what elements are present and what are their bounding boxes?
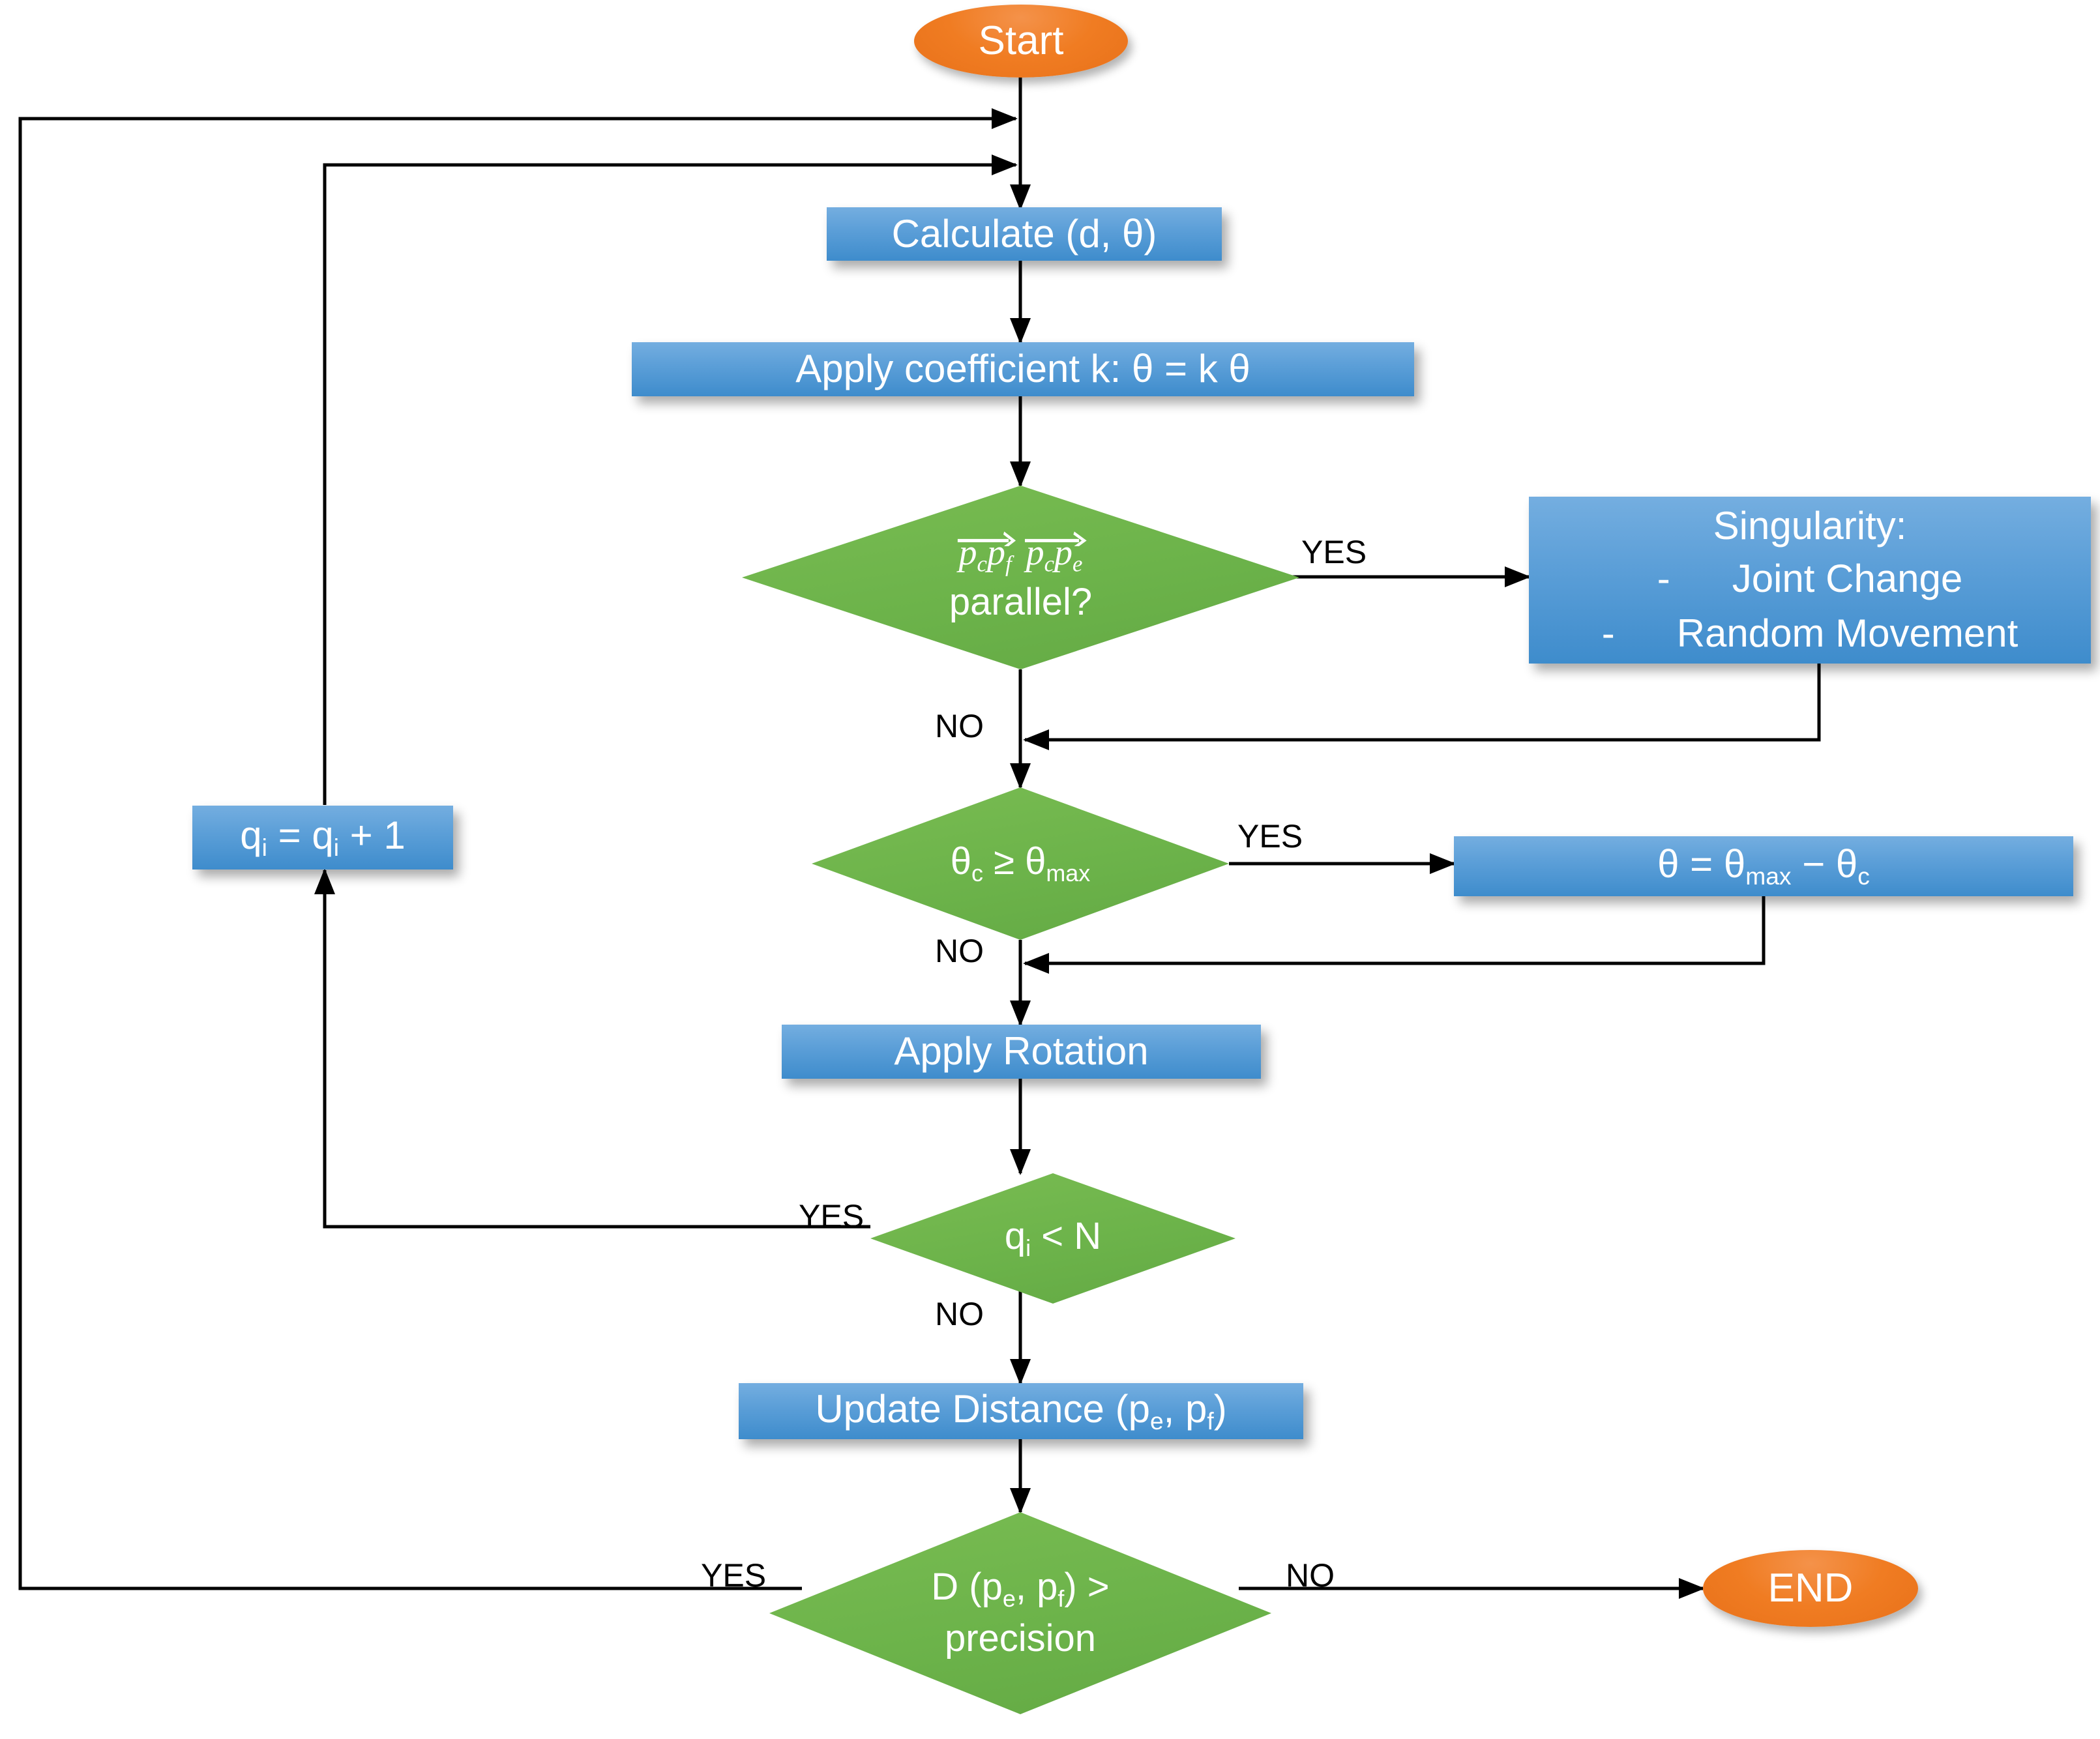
node-increment-text: qi = qi + 1 <box>240 813 405 862</box>
node-update-distance[interactable]: Update Distance (pe, pf) <box>739 1383 1303 1439</box>
theta-assign-t1: θ <box>1723 841 1746 886</box>
theta-assign-lhs: θ <box>1657 841 1679 886</box>
node-apply-coefficient[interactable]: Apply coefficient k: θ = k θ <box>632 342 1414 396</box>
node-singularity-title: Singularity: <box>1713 503 1907 548</box>
node-apply-rotation[interactable]: Apply Rotation <box>782 1025 1261 1079</box>
vector-arrow-icon-2 <box>1024 527 1088 547</box>
node-end[interactable]: END <box>1703 1550 1918 1627</box>
theta-assign-minus: − <box>1802 841 1826 886</box>
increment-lhs: q <box>240 813 262 857</box>
edge-label-precision-no: NO <box>1286 1557 1335 1594</box>
theta-assign-eq: = <box>1690 841 1713 886</box>
node-apply-rotation-label: Apply Rotation <box>894 1029 1149 1074</box>
node-theta-assign-text: θ = θmax − θc <box>1657 841 1870 891</box>
iter-check-lhs-sub: i <box>1026 1235 1031 1262</box>
edge-label-iter-yes: YES <box>799 1198 865 1235</box>
increment-rhs: q <box>312 813 334 857</box>
precision-line1-c: ) > <box>1064 1566 1110 1609</box>
precision-line1-a: D (p <box>931 1566 1003 1609</box>
increment-lhs-sub: i <box>261 834 267 862</box>
node-precision-check-text: D (pe, pf) > precision <box>825 1565 1217 1661</box>
vec-a-sub1: c <box>977 551 987 576</box>
update-distance-tail: ) <box>1213 1386 1227 1431</box>
theta-check-rhs: θ <box>1025 840 1046 883</box>
edge-label-parallel-no: NO <box>935 708 984 744</box>
vec-b-sub2: e <box>1072 551 1083 576</box>
vector-arrow-icon <box>956 527 1017 547</box>
theta-check-lhs: θ <box>950 840 971 883</box>
update-distance-text-a: Update Distance (p <box>815 1386 1150 1431</box>
node-update-distance-text: Update Distance (pe, pf) <box>815 1386 1226 1436</box>
node-start[interactable]: Start <box>914 5 1128 78</box>
theta-check-lhs-sub: c <box>971 860 983 887</box>
theta-check-op: ≥ <box>994 840 1014 883</box>
node-theta-assign[interactable]: θ = θmax − θc <box>1454 836 2073 896</box>
node-calculate-label: Calculate (d, θ) <box>891 211 1157 256</box>
iter-check-op: < N <box>1041 1215 1102 1258</box>
vec-a-sub2: f <box>1005 551 1012 576</box>
node-calculate[interactable]: Calculate (d, θ) <box>827 207 1222 261</box>
theta-assign-t2: θ <box>1835 841 1858 886</box>
edge-label-theta-yes: YES <box>1237 818 1303 855</box>
precision-line1-b: , p <box>1015 1566 1058 1609</box>
increment-rhs-sub: i <box>333 834 339 862</box>
node-start-label: Start <box>978 18 1064 64</box>
node-singularity-item-0-label: Joint Change <box>1732 556 1963 600</box>
node-apply-coefficient-label: Apply coefficient k: θ = k θ <box>795 347 1250 391</box>
node-precision-check-decision[interactable]: D (pe, pf) > precision <box>769 1512 1271 1714</box>
node-singularity-item-1-label: Random Movement <box>1676 611 2019 656</box>
theta-check-rhs-sub: max <box>1046 860 1091 887</box>
iter-check-lhs: q <box>1004 1215 1026 1258</box>
increment-eq: = <box>278 813 301 857</box>
precision-line1-sub1: e <box>1002 1585 1016 1612</box>
node-parallel-question: parallel? <box>949 580 1093 623</box>
edge-label-parallel-yes: YES <box>1301 534 1367 570</box>
node-singularity-item-0: - Joint Change <box>1657 556 1963 602</box>
vector-pc-pe: pcpe <box>1024 531 1087 577</box>
increment-tail: + 1 <box>349 813 406 857</box>
edge-label-iter-no: NO <box>935 1296 984 1332</box>
update-distance-mid: , p <box>1163 1386 1207 1431</box>
theta-assign-t2-sub: c <box>1857 862 1870 890</box>
precision-line2: precision <box>944 1617 1097 1660</box>
node-singularity[interactable]: Singularity: - Joint Change - Random Mov… <box>1529 497 2091 664</box>
vector-pc-pf: pcpf <box>957 531 1016 577</box>
bullet-dash-icon: - <box>1657 556 1670 600</box>
node-iteration-check-decision[interactable]: qi < N <box>870 1173 1235 1304</box>
node-increment[interactable]: qi = qi + 1 <box>192 806 453 870</box>
bullet-dash-icon-2: - <box>1601 611 1615 656</box>
node-theta-check-decision[interactable]: θc ≥ θmax <box>812 787 1229 940</box>
edge-label-theta-no: NO <box>935 933 984 969</box>
precision-line1-sub2: f <box>1057 1585 1065 1612</box>
edge-label-precision-yes: YES <box>701 1557 767 1594</box>
node-theta-check-text: θc ≥ θmax <box>857 840 1183 887</box>
update-distance-sub2: f <box>1207 1407 1214 1435</box>
vec-b-sub1: c <box>1044 551 1055 576</box>
node-end-label: END <box>1767 1566 1854 1611</box>
node-singularity-item-1: - Random Movement <box>1602 611 2019 657</box>
node-iteration-check-text: qi < N <box>911 1214 1196 1262</box>
theta-assign-t1-sub: max <box>1745 862 1792 890</box>
update-distance-sub1: e <box>1149 1407 1164 1435</box>
